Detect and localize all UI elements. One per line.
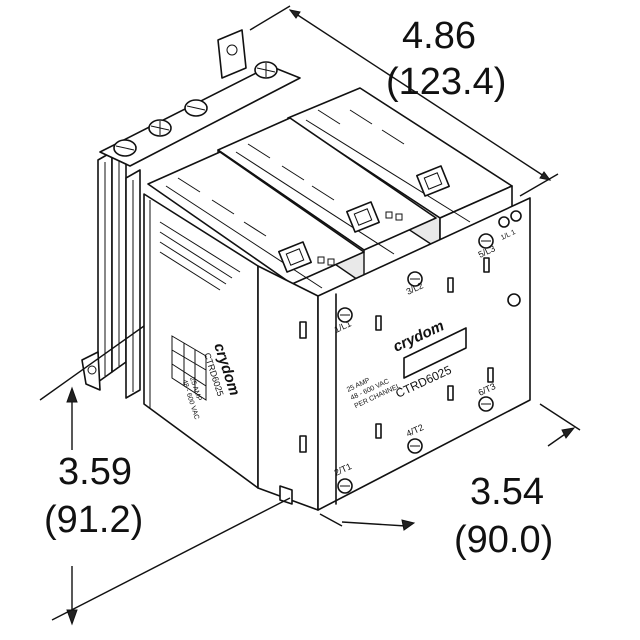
- dimension-width: 4.86 (123.4): [249, 5, 559, 197]
- heat-sink-fins: [81, 145, 141, 399]
- top-terminal-strip: [99, 29, 301, 167]
- terminal-screw: [254, 61, 278, 79]
- side-chart: [171, 335, 207, 401]
- terminal-slots: [375, 257, 494, 439]
- height-inches-label: 3.59: [58, 451, 132, 493]
- front-terminal-screw: [407, 271, 423, 287]
- depth-inches-label: 3.54: [470, 471, 544, 513]
- front-terminal-screw: [478, 396, 494, 412]
- front-terminal-screw: [407, 438, 423, 454]
- front-terminal-screw: [337, 307, 353, 323]
- width-mm-label: (123.4): [386, 61, 506, 103]
- width-inches-label: 4.86: [402, 15, 476, 57]
- control-terminal: [498, 210, 522, 228]
- terminal-screw: [184, 99, 208, 117]
- terminal-screw: [113, 139, 137, 157]
- depth-mm-label: (90.0): [454, 519, 553, 561]
- height-mm-label: (91.2): [44, 499, 143, 541]
- front-terminal-screw: [337, 478, 353, 494]
- front-terminal-screw: [507, 293, 521, 307]
- model-window: [403, 327, 467, 379]
- right-edge-block: [299, 321, 307, 453]
- bottom-foot: [279, 485, 293, 505]
- relay-front-face: 1/L1 3/L2 5/L3 2/T1 4/T2 6/T3 1/L 1 cryd…: [257, 197, 531, 511]
- front-terminal-screw: [478, 233, 494, 249]
- relay-module-front-top: [147, 151, 403, 289]
- dimension-depth: 3.54 (90.0): [319, 403, 581, 561]
- relay-side-face: crydom CTRD6025 25 AMP 48 - 600 VAC: [143, 193, 259, 489]
- terminal-screw: [148, 119, 172, 137]
- dimension-height: 3.59 (91.2): [39, 325, 291, 626]
